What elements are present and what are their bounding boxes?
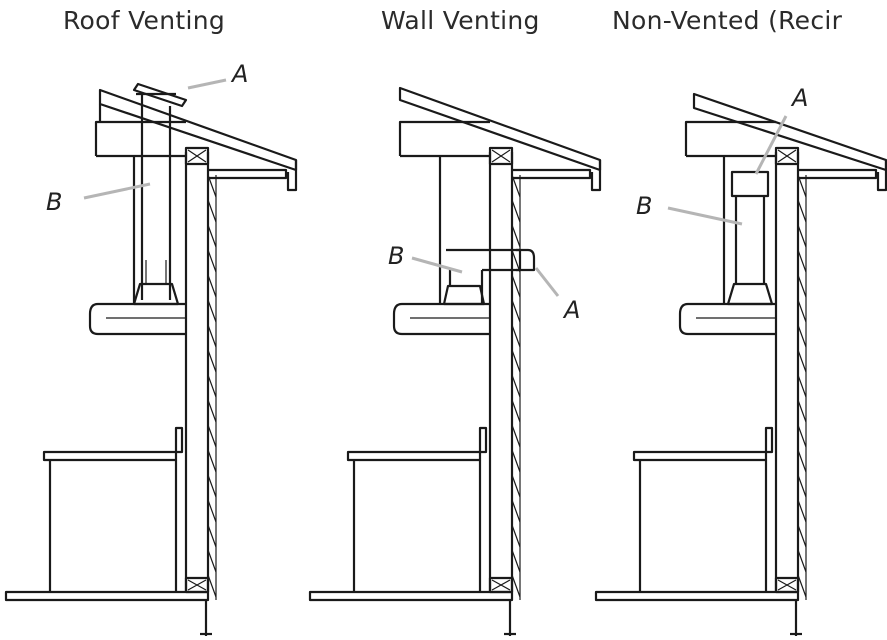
wall-venting-section (310, 86, 602, 636)
non-vented-section (596, 92, 887, 636)
leader-roof-b (83, 182, 151, 200)
label-roof-a: A (230, 60, 248, 88)
title-wall-venting: Wall Venting (381, 6, 540, 35)
title-roof-venting: Roof Venting (63, 6, 226, 35)
label-wall-b: B (388, 242, 404, 270)
leader-nonvent-a (754, 115, 788, 175)
title-non-vented: Non-Vented (Recir (612, 6, 843, 35)
leader-wall-a (534, 267, 560, 297)
label-wall-a: A (562, 296, 580, 324)
label-roof-b: B (46, 188, 62, 216)
leader-nonvent-b (667, 206, 743, 226)
label-nonvent-a: A (790, 84, 808, 112)
leader-wall-b (411, 256, 463, 274)
leader-roof-a (187, 78, 227, 90)
label-nonvent-b: B (636, 192, 652, 220)
roof-venting-section (6, 82, 298, 636)
